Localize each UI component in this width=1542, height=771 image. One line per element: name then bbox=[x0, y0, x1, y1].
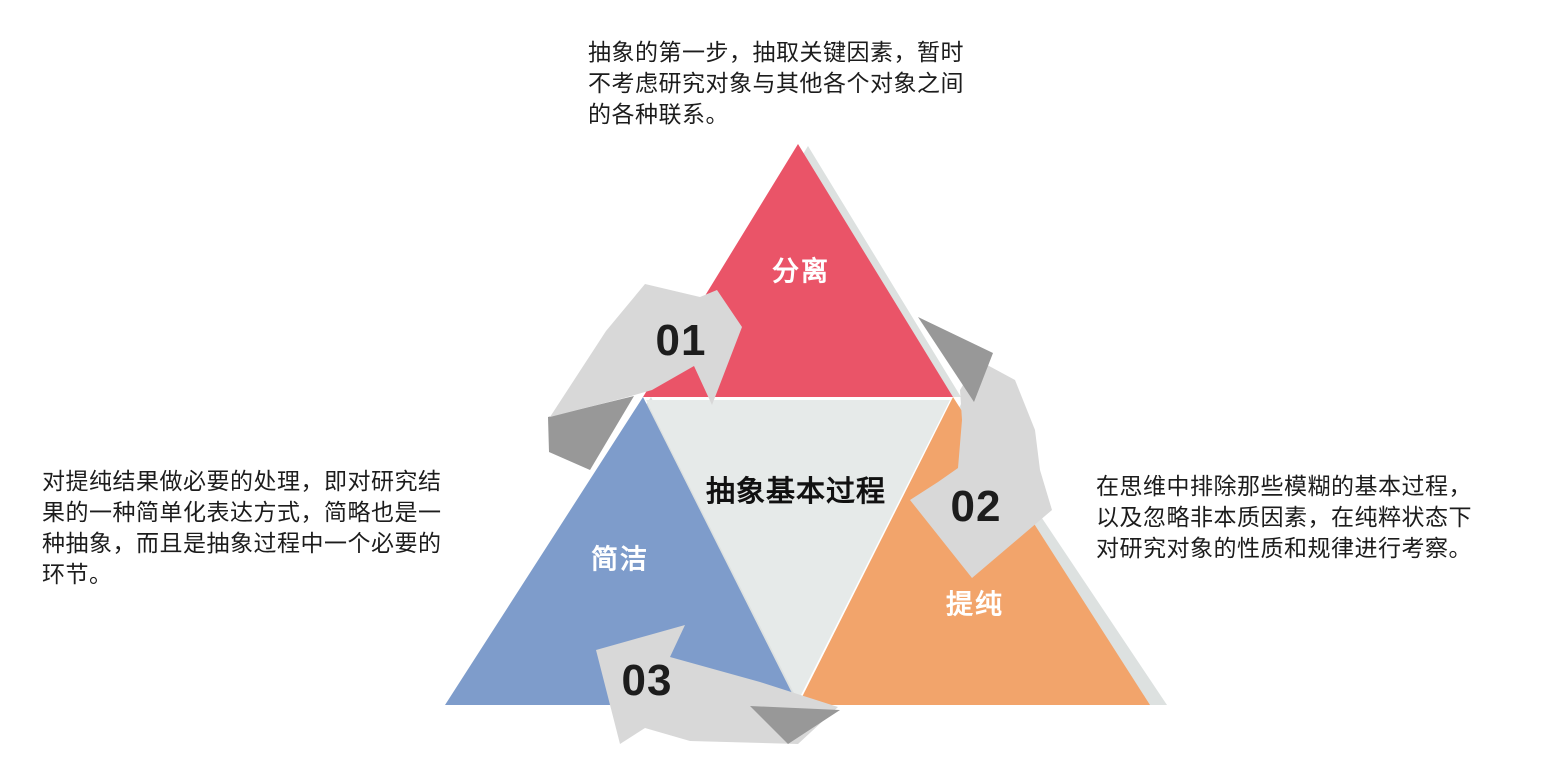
step-03-number: 03 bbox=[621, 656, 673, 705]
arrow-01-fold bbox=[548, 396, 634, 470]
bottom-left-triangle-label: 简洁 bbox=[591, 544, 649, 575]
step-02-number: 02 bbox=[950, 482, 1002, 531]
top-triangle-label: 分离 bbox=[772, 256, 830, 287]
bottom-left-triangle-blue bbox=[445, 397, 798, 705]
center-triangle bbox=[646, 400, 950, 701]
step-02-description: 在思维中排除那些模糊的基本过程， 以及忽略非本质因素，在纯粹状态下 对研究对象的… bbox=[1096, 473, 1472, 561]
arrow-01-icon bbox=[550, 284, 742, 417]
step-01-number: 01 bbox=[655, 316, 707, 365]
bottom-right-triangle-label: 提纯 bbox=[946, 589, 1004, 620]
arrow-02-icon bbox=[910, 360, 1052, 578]
step-03-description: 对提纯结果做必要的处理，即对研究结 果的一种简单化表达方式，简略也是一 种抽象，… bbox=[42, 468, 442, 587]
diagram-title: 抽象基本过程 bbox=[705, 476, 887, 508]
arrow-02-fold bbox=[918, 317, 993, 402]
step-01-description: 抽象的第一步，抽取关键因素，暂时 不考虑研究对象与其他各个对象之间 的各种联系。 bbox=[588, 39, 964, 127]
arrow-03-fold bbox=[750, 706, 840, 744]
